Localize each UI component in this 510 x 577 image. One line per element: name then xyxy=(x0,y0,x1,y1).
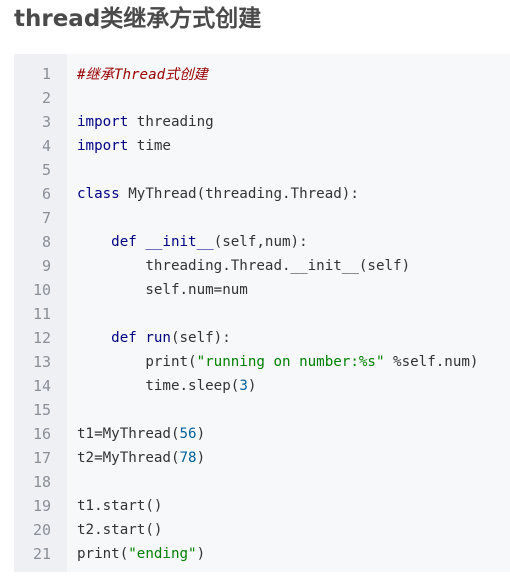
keyword-token: __init__ xyxy=(145,234,214,250)
code-token: ) xyxy=(196,426,206,442)
code-token: print( xyxy=(145,354,197,370)
line-number: 14 xyxy=(32,377,51,395)
code-text: def run(self): xyxy=(77,330,231,346)
line-number: 16 xyxy=(32,425,51,443)
code-token: t1.start() xyxy=(77,498,163,514)
code-indent xyxy=(77,378,145,394)
line-number: 13 xyxy=(32,353,51,371)
code-line: 21 print("ending") xyxy=(14,542,510,566)
code-indent xyxy=(77,330,111,346)
code-line: 5 xyxy=(14,158,510,182)
code-token: threading xyxy=(128,114,214,130)
line-number: 18 xyxy=(32,473,51,491)
code-token: (self,num): xyxy=(213,234,308,250)
code-line: 7 xyxy=(14,206,510,230)
code-line: 6 class MyThread(threading.Thread): xyxy=(14,182,510,206)
code-token: ) xyxy=(196,546,206,562)
code-text: print("running on number:%s" %self.num) xyxy=(77,354,478,370)
line-number: 20 xyxy=(32,521,51,539)
line-number: 11 xyxy=(32,305,51,323)
code-line: 1 #继承Thread式创建 xyxy=(14,62,510,86)
code-text: print("ending") xyxy=(77,546,205,562)
keyword-token: def xyxy=(111,234,137,250)
code-text: t1=MyThread(56) xyxy=(77,426,205,442)
line-number: 15 xyxy=(32,401,51,419)
code-token: t2=MyThread( xyxy=(77,450,180,466)
code-line: 2 xyxy=(14,86,510,110)
code-indent xyxy=(77,258,145,274)
line-number: 3 xyxy=(41,113,51,131)
code-text: t2=MyThread(78) xyxy=(77,450,205,466)
line-number: 19 xyxy=(32,497,51,515)
code-text: def __init__(self,num): xyxy=(77,234,308,250)
code-token: ) xyxy=(247,378,257,394)
keyword-token: import xyxy=(77,138,129,154)
code-block: 1 #继承Thread式创建 2 3 import threading 4 import t… xyxy=(14,54,510,572)
code-line: 19 t1.start() xyxy=(14,494,510,518)
code-indent xyxy=(77,234,111,250)
code-line: 16 t1=MyThread(56) xyxy=(14,422,510,446)
code-line: 10 self.num=num xyxy=(14,278,510,302)
code-line: 18 xyxy=(14,470,510,494)
number-token: 3 xyxy=(239,378,248,394)
line-number-gutter xyxy=(14,54,67,572)
code-line: 11 xyxy=(14,302,510,326)
line-number: 12 xyxy=(32,329,51,347)
code-line: 8 def __init__(self,num): xyxy=(14,230,510,254)
code-token: ) xyxy=(196,450,206,466)
code-token: threading.Thread.__init__(self) xyxy=(145,258,411,274)
keyword-token: class xyxy=(77,186,120,202)
code-text: import time xyxy=(77,138,171,154)
page-title: thread类继承方式创建 xyxy=(14,6,262,32)
code-token: %self.num) xyxy=(384,354,479,370)
line-number: 10 xyxy=(32,281,51,299)
string-token: "ending" xyxy=(128,546,197,562)
code-text: time.sleep(3) xyxy=(77,378,256,394)
code-indent xyxy=(77,354,145,370)
code-token: time xyxy=(128,138,171,154)
code-line: 4 import time xyxy=(14,134,510,158)
comment-token: #继承Thread式创建 xyxy=(77,67,208,83)
code-text: #继承Thread式创建 xyxy=(77,64,208,84)
line-number: 4 xyxy=(41,137,51,155)
code-line: 20 t2.start() xyxy=(14,518,510,542)
code-token: t2.start() xyxy=(77,522,163,538)
code-line: 13 print("running on number:%s" %self.nu… xyxy=(14,350,510,374)
line-number: 1 xyxy=(41,65,51,83)
line-number: 5 xyxy=(41,161,51,179)
string-token: "running on number:%s" xyxy=(196,354,385,370)
code-token: print( xyxy=(77,546,129,562)
code-line: 15 xyxy=(14,398,510,422)
line-number: 2 xyxy=(41,89,51,107)
code-token: MyThread(threading.Thread): xyxy=(119,186,359,202)
code-text: t1.start() xyxy=(77,498,162,514)
number-token: 56 xyxy=(179,426,197,442)
line-number: 21 xyxy=(32,545,51,563)
code-token: time.sleep( xyxy=(145,378,240,394)
line-number: 7 xyxy=(41,209,51,227)
line-number: 9 xyxy=(41,257,51,275)
code-text: import threading xyxy=(77,114,214,130)
code-token: (self): xyxy=(170,330,231,346)
keyword-token: def xyxy=(111,330,137,346)
code-text: class MyThread(threading.Thread): xyxy=(77,186,359,202)
keyword-token: import xyxy=(77,114,129,130)
code-token: t1=MyThread( xyxy=(77,426,180,442)
line-number: 17 xyxy=(32,449,51,467)
code-text: threading.Thread.__init__(self) xyxy=(77,258,410,274)
code-line: 12 def run(self): xyxy=(14,326,510,350)
code-line: 9 threading.Thread.__init__(self) xyxy=(14,254,510,278)
keyword-token: run xyxy=(145,330,171,346)
number-token: 78 xyxy=(179,450,197,466)
code-line: 14 time.sleep(3) xyxy=(14,374,510,398)
code-indent xyxy=(77,282,145,298)
line-number: 8 xyxy=(41,233,51,251)
code-line: 17 t2=MyThread(78) xyxy=(14,446,510,470)
code-token: self.num=num xyxy=(145,282,248,298)
line-number: 6 xyxy=(41,185,51,203)
code-text: self.num=num xyxy=(77,282,248,298)
code-line: 3 import threading xyxy=(14,110,510,134)
code-text: t2.start() xyxy=(77,522,162,538)
